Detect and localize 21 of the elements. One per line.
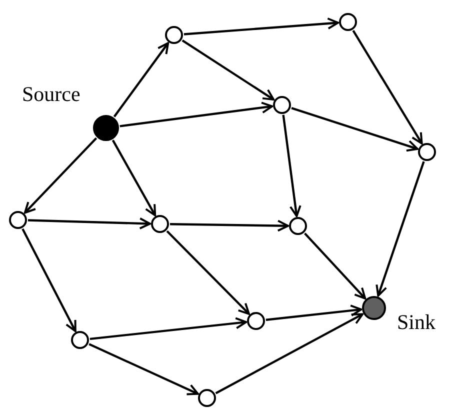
arrow [182, 40, 275, 101]
arrow [170, 220, 289, 232]
arrow [24, 137, 98, 214]
arrow [376, 161, 425, 297]
arrow [90, 317, 248, 340]
node-label: Source [22, 84, 80, 105]
arrow [112, 140, 156, 216]
arrow [266, 304, 362, 321]
arrow [291, 107, 418, 152]
node-label: Sink [397, 312, 436, 333]
arrow [113, 42, 170, 118]
arrow [28, 217, 151, 230]
arrow [120, 102, 274, 128]
arrow [304, 232, 366, 300]
arrow [215, 313, 364, 394]
arrow [88, 343, 199, 396]
arrow [166, 230, 250, 315]
arrow [22, 228, 76, 332]
arrow [352, 30, 423, 144]
arrow [184, 18, 340, 36]
arrow [282, 114, 302, 218]
